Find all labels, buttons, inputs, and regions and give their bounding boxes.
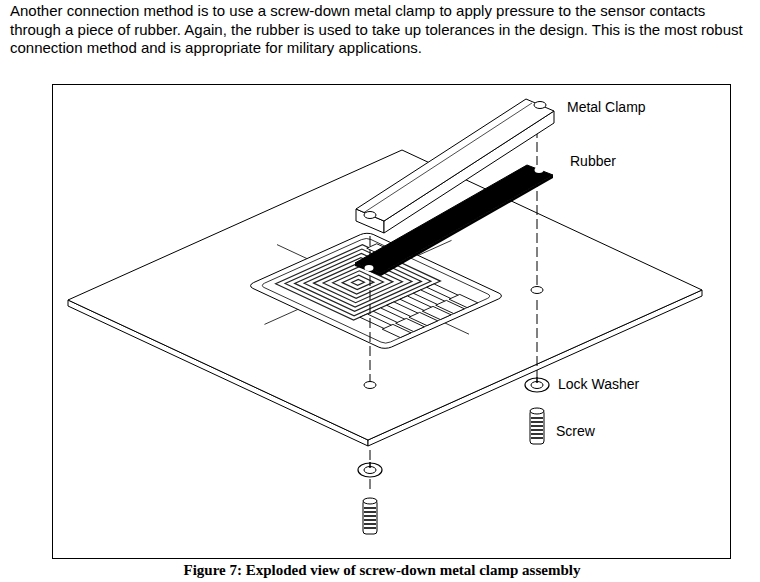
screw-thread bbox=[531, 429, 543, 431]
assembly-line bbox=[370, 450, 371, 462]
metal-clamp bbox=[356, 99, 554, 221]
metal-clamp bbox=[384, 111, 554, 233]
screw-thread bbox=[531, 437, 543, 439]
assembly-line bbox=[537, 177, 538, 286]
lock-washer bbox=[536, 377, 538, 383]
alignment-line bbox=[264, 240, 451, 324]
screw-thread bbox=[364, 523, 376, 525]
screw-thread bbox=[531, 417, 543, 419]
lock-washer bbox=[525, 378, 549, 392]
lock-washer bbox=[369, 462, 371, 468]
contact-pad bbox=[449, 294, 478, 307]
lock-washer bbox=[358, 463, 382, 477]
clamp-edge bbox=[364, 103, 532, 213]
screw-thread bbox=[364, 519, 376, 521]
rubber-hole bbox=[535, 167, 544, 173]
clamp-hole bbox=[534, 102, 546, 109]
assembly-line bbox=[537, 300, 538, 377]
screw bbox=[363, 500, 377, 534]
plate-hole bbox=[531, 287, 543, 294]
assembly-line bbox=[370, 479, 371, 493]
sensor-trace bbox=[333, 271, 384, 294]
screw-thread bbox=[531, 425, 543, 427]
rubber-hole bbox=[365, 265, 374, 271]
screw-thread bbox=[531, 418, 543, 438]
part-label: Lock Washer bbox=[558, 376, 639, 393]
part-label: Screw bbox=[556, 423, 595, 440]
screw bbox=[363, 498, 377, 504]
screw bbox=[530, 410, 544, 444]
screw-thread bbox=[364, 507, 376, 509]
sensor bbox=[183, 203, 562, 377]
part-label: Rubber bbox=[570, 153, 616, 170]
screw-thread bbox=[531, 421, 543, 423]
sensor-outline bbox=[247, 232, 505, 350]
figure-caption: Figure 7: Exploded view of screw-down me… bbox=[52, 561, 712, 579]
screw-thread bbox=[364, 527, 376, 529]
screw-thread bbox=[531, 433, 543, 435]
plate-hole bbox=[364, 382, 376, 389]
sensor-trace bbox=[352, 280, 365, 286]
figure-frame bbox=[53, 85, 731, 559]
screw-thread bbox=[364, 515, 376, 517]
body-paragraph: Another connection method is to use a sc… bbox=[10, 2, 755, 58]
screw bbox=[530, 408, 544, 414]
screw-thread bbox=[364, 508, 376, 528]
sensor-trace bbox=[342, 275, 374, 290]
assembly-line bbox=[370, 276, 371, 381]
part-label: Metal Clamp bbox=[567, 99, 646, 116]
screw-thread bbox=[364, 511, 376, 513]
clamp-hole bbox=[364, 212, 376, 219]
